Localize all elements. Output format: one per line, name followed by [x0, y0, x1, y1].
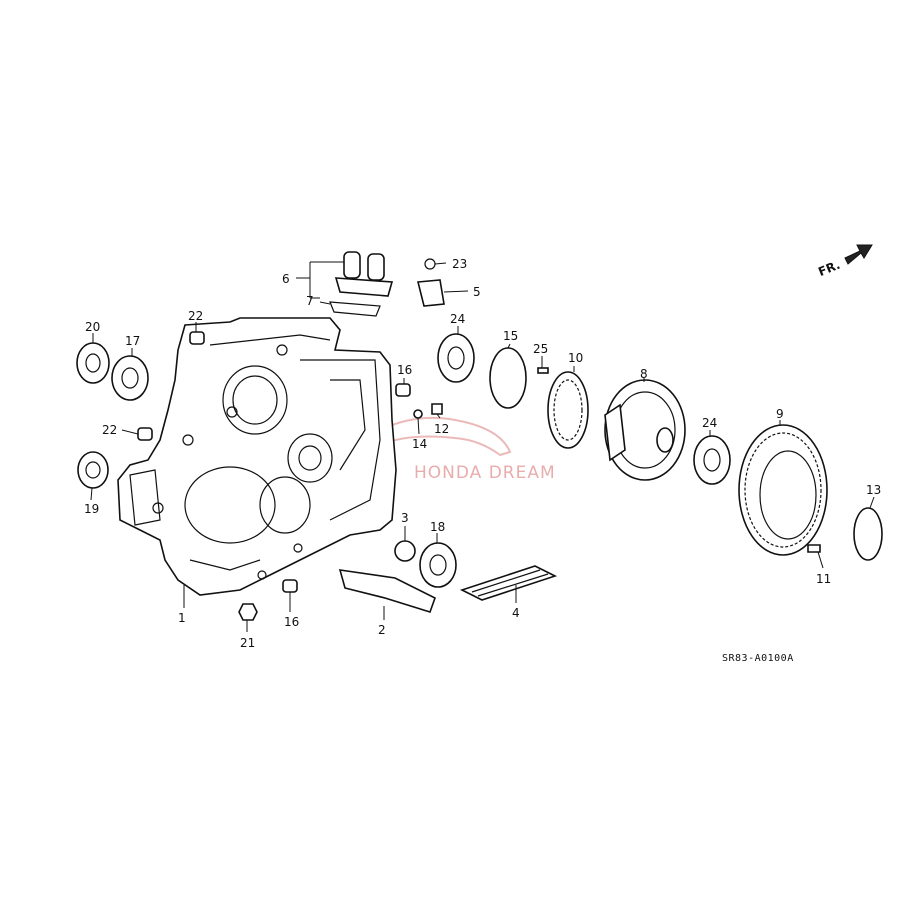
part-21-nut: [238, 603, 258, 621]
part-7-gasket: [329, 301, 381, 317]
part-3-washer: [394, 540, 416, 562]
part-24-bearing-right: [693, 435, 731, 485]
part-6-solenoid: [334, 251, 394, 297]
label-17: 17: [125, 334, 140, 348]
front-label: FR.: [816, 258, 842, 279]
label-22-lower: 22: [102, 423, 117, 437]
label-6: 6: [282, 272, 290, 286]
label-16-upper: 16: [397, 363, 412, 377]
label-9: 9: [776, 407, 784, 421]
part-19-seal: [77, 451, 109, 489]
part-2-plate: [338, 569, 436, 613]
label-8: 8: [640, 367, 648, 381]
label-5: 5: [473, 285, 481, 299]
part-24-bearing-left: [437, 333, 475, 383]
part-4-detail: [471, 569, 549, 597]
label-15: 15: [503, 329, 518, 343]
part-23-bolt: [424, 258, 436, 270]
part-25-pin: [537, 367, 549, 374]
part-8-carrier: [604, 379, 686, 481]
watermark-car-icon: [349, 416, 512, 457]
label-3: 3: [401, 511, 409, 525]
label-19: 19: [84, 502, 99, 516]
part-1-housing: [117, 317, 397, 596]
part-12-bolt: [431, 403, 443, 415]
leader-lines: [90, 261, 875, 632]
part-13-snap-ring: [853, 507, 883, 561]
label-1: 1: [178, 611, 186, 625]
label-16-lower: 16: [284, 615, 299, 629]
label-23: 23: [452, 257, 467, 271]
label-24-right: 24: [702, 416, 717, 430]
callout-labels: 1 2 3 4 5 6 7 8 9 10 11 12 13 14 15 16 1…: [84, 257, 881, 650]
watermark: HONDA DREAM: [349, 416, 556, 483]
part-14-washer: [413, 409, 423, 419]
label-14: 14: [412, 437, 427, 451]
part-18-bearing: [419, 542, 457, 588]
label-2: 2: [378, 623, 386, 637]
label-4: 4: [512, 606, 520, 620]
part-22-dowel-upper: [189, 331, 205, 345]
label-21: 21: [240, 636, 255, 650]
label-22-upper: 22: [188, 309, 203, 323]
front-direction-indicator: FR.: [816, 244, 873, 279]
watermark-text: HONDA DREAM: [414, 463, 556, 483]
part-4-strainer: [459, 565, 558, 601]
front-arrow-icon: [844, 244, 873, 265]
part-10-tone-ring: [547, 371, 589, 449]
part-20-seal: [76, 342, 110, 384]
part-5-sensor: [416, 279, 445, 307]
part-11-bolt: [807, 544, 821, 553]
diagram-code: SR83-A0100A: [722, 653, 794, 664]
label-11: 11: [816, 572, 831, 586]
label-25: 25: [533, 342, 548, 356]
label-18: 18: [430, 520, 445, 534]
part-16-dowel-lower: [282, 579, 298, 593]
label-12: 12: [434, 422, 449, 436]
label-24-left: 24: [450, 312, 465, 326]
label-20: 20: [85, 320, 100, 334]
part-15-snap-ring: [489, 347, 527, 409]
label-7: 7: [306, 294, 314, 308]
part-9-ring-gear: [738, 424, 828, 556]
label-13: 13: [866, 483, 881, 497]
label-10: 10: [568, 351, 583, 365]
part-17-bearing: [111, 355, 149, 401]
part-22-dowel-lower: [137, 427, 153, 441]
part-16-dowel-upper: [395, 383, 411, 397]
